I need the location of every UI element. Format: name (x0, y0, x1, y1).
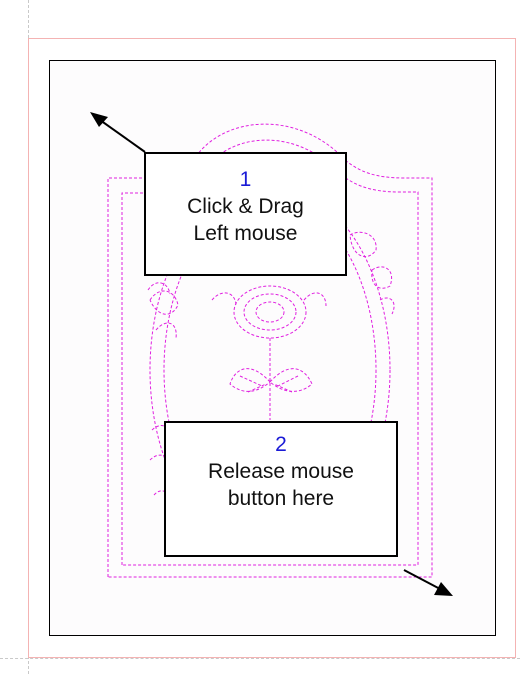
leaf-left (229, 368, 271, 392)
floral-cluster-top-left (147, 282, 179, 339)
callout-2-line-1: Release mouse (208, 460, 354, 483)
callout-1-line-1: Click & Drag (187, 195, 304, 218)
leaf-right (269, 368, 313, 392)
horizontal-guide-line (0, 658, 520, 659)
callout-release-mouse: 2 Release mouse button here (164, 421, 398, 557)
floral-cluster-top-right (349, 231, 395, 315)
callout-1-line-2: Left mouse (193, 222, 298, 245)
callout-2-line-2: button here (227, 487, 335, 510)
arrow-southeast-icon (403, 569, 453, 596)
step-number-1: 1 (239, 168, 252, 191)
callout-click-drag: 1 Click & Drag Left mouse (144, 152, 347, 276)
frame-outer (107, 123, 433, 578)
flower-head (233, 285, 307, 339)
step-number-2: 2 (275, 433, 287, 456)
arrow-northwest-icon (90, 112, 146, 153)
